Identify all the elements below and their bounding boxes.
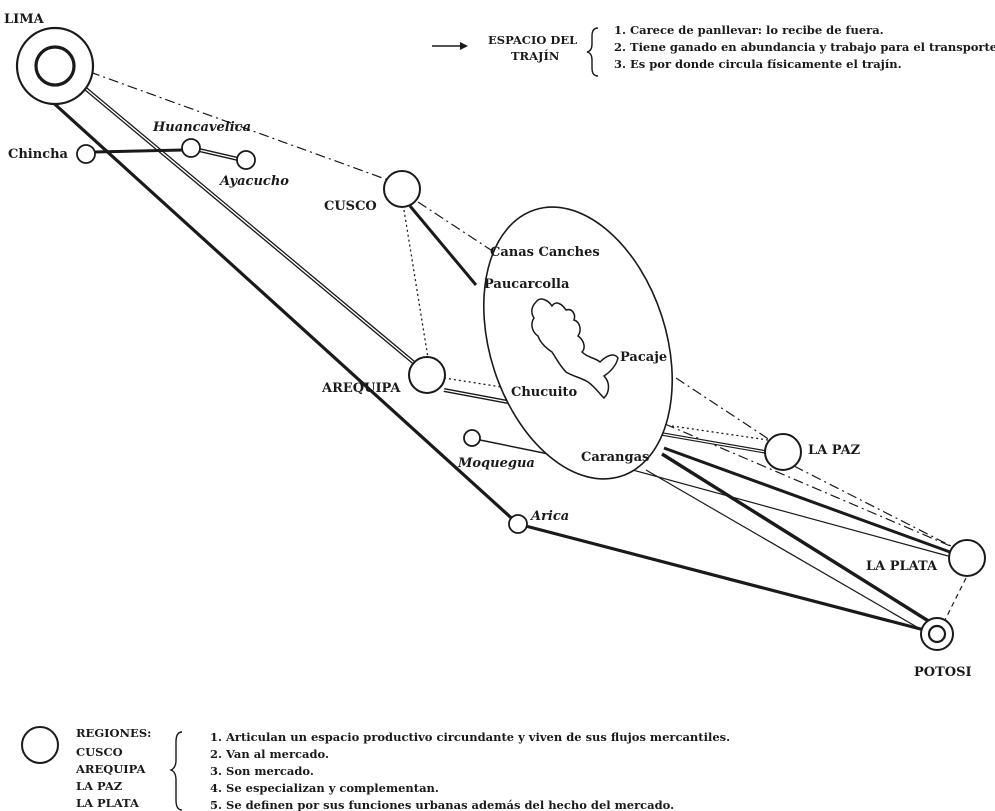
- region-symbol-icon: [21, 726, 59, 764]
- route-chucuito-lapaz-dotted: [671, 425, 769, 441]
- label-moquegua: Moquegua: [457, 456, 535, 471]
- legend-region-la-paz: LA PAZ: [76, 779, 122, 793]
- city-labels: LIMA Chincha Huancavelica Ayacucho CUSCO…: [4, 12, 972, 680]
- label-paucarcolla: Paucarcolla: [484, 277, 570, 292]
- lake-titicaca-shape: [531, 298, 619, 400]
- legend-trajin-title-line2: TRAJÍN: [511, 49, 560, 63]
- legend-regiones: REGIONES: CUSCO AREQUIPA LA PAZ LA PLATA…: [21, 726, 730, 811]
- route-carangas-laplata-heavy: [663, 446, 951, 554]
- legend-region-la-plata: LA PLATA: [76, 796, 140, 810]
- label-arequipa: AREQUIPA: [321, 381, 401, 396]
- label-carangas: Carangas: [581, 450, 649, 465]
- chincha-node: [76, 144, 96, 164]
- label-potosi: POTOSI: [914, 665, 972, 680]
- label-arica: Arica: [529, 509, 569, 524]
- lima-node: [15, 26, 95, 106]
- route-carangas-laplata-thin: [617, 465, 949, 557]
- legend-trajin: ESPACIO DEL TRAJÍN 1. Carece de panlleva…: [432, 23, 995, 77]
- legend-regiones-heading: REGIONES:: [76, 726, 151, 740]
- legend-region-arequipa: AREQUIPA: [75, 762, 146, 776]
- moquegua-node: [463, 429, 481, 447]
- la-plata-node: [948, 539, 986, 577]
- legend-trajin-item-3: 3. Es por donde circula físicamente el t…: [614, 57, 902, 71]
- legend-regiones-item-1: 1. Articulan un espacio productivo circu…: [210, 730, 730, 744]
- la-paz-node: [764, 433, 802, 471]
- legend-regiones-item-5: 5. Se definen por sus funciones urbanas …: [210, 798, 674, 811]
- route-lima-arica: [46, 96, 520, 526]
- cusco-node: [383, 170, 421, 208]
- label-huancavelica: Huancavelica: [152, 120, 251, 135]
- label-canas-canches: Canas Canches: [490, 245, 600, 260]
- ayacucho-node: [236, 150, 256, 170]
- brace-icon: [169, 731, 183, 811]
- legend-regiones-item-4: 4. Se especializan y complementan.: [210, 781, 439, 795]
- label-lima: LIMA: [4, 12, 45, 27]
- legend-regiones-item-3: 3. Son mercado.: [210, 764, 314, 778]
- route-carangas-potosi-dashed: [663, 459, 933, 627]
- route-carangas-laplata-dashdot: [664, 423, 956, 549]
- routes: [46, 71, 967, 634]
- legend-trajin-item-1: 1. Carece de panllevar: lo recibe de fue…: [614, 23, 884, 37]
- route-cusco-lapaz: [417, 201, 771, 441]
- label-chincha: Chincha: [8, 147, 69, 162]
- trajin-zone-labels: Canas Canches Paucarcolla Pacaje Chucuit…: [484, 245, 667, 465]
- route-cusco-arequipa: [403, 209, 429, 359]
- arica-node: [508, 514, 528, 534]
- label-la-plata: LA PLATA: [866, 559, 938, 574]
- route-arequipa-chucuito-dotted: [443, 377, 509, 389]
- route-chincha-huancavelica: [93, 148, 184, 154]
- route-laplata-potosi: [944, 577, 967, 621]
- label-cusco: CUSCO: [324, 199, 377, 214]
- legend-trajin-title-line1: ESPACIO DEL: [488, 33, 577, 47]
- arequipa-node: [408, 356, 446, 394]
- route-arica-potosi: [517, 522, 933, 634]
- route-lima-cusco: [89, 71, 389, 181]
- route-carangas-potosi-heavy: [661, 452, 931, 624]
- route-cusco-paucarcolla: [408, 205, 478, 286]
- legend-trajin-item-2: 2. Tiene ganado en abundancia y trabajo …: [614, 40, 995, 54]
- nodes: [15, 26, 986, 651]
- label-la-paz: LA PAZ: [808, 443, 861, 458]
- label-ayacucho: Ayacucho: [218, 174, 289, 189]
- brace-icon: [586, 27, 599, 77]
- route-carangas-potosi-thin: [645, 469, 923, 631]
- label-pacaje: Pacaje: [620, 350, 667, 365]
- legend-regiones-item-2: 2. Van al mercado.: [210, 747, 329, 761]
- label-chucuito: Chucuito: [511, 385, 578, 400]
- legend-region-cusco: CUSCO: [76, 745, 123, 759]
- potosi-node: [920, 617, 954, 651]
- huancavelica-node: [181, 138, 201, 158]
